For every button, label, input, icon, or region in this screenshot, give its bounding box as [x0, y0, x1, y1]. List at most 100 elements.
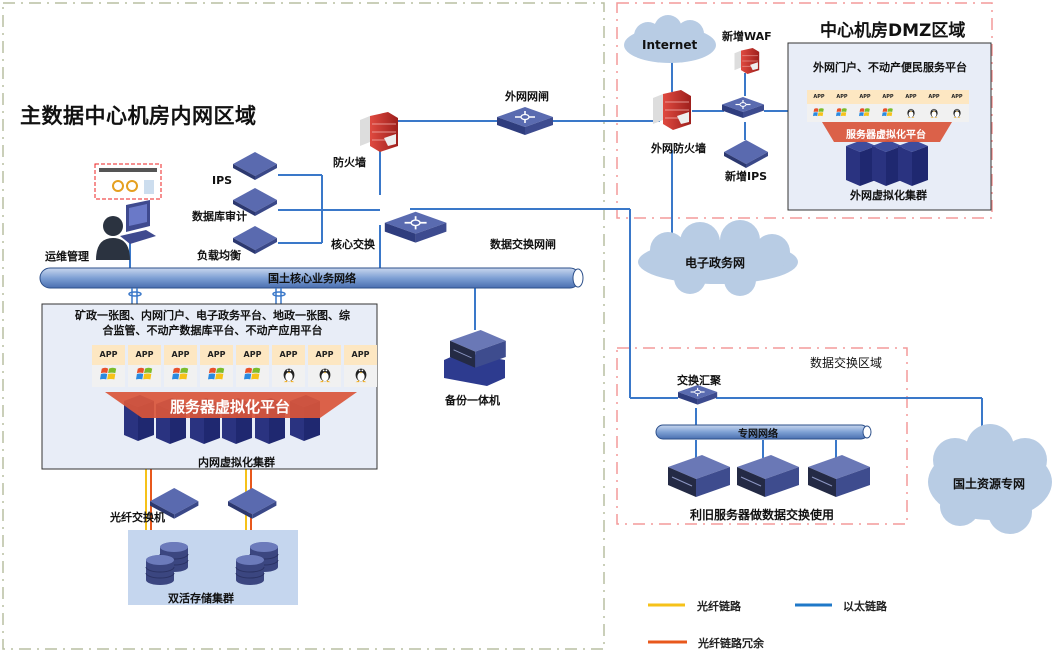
dmz-cluster-label: 外网虚拟化集群	[850, 189, 927, 202]
firewall-label: 防火墙	[333, 156, 366, 169]
linux-penguin-icon	[953, 108, 961, 118]
ips-label: IPS	[212, 174, 233, 187]
dmz-zone-title: 中心机房DMZ区域	[820, 21, 966, 41]
app-tile: APP	[899, 90, 923, 124]
os-icon-slot	[200, 365, 233, 387]
app-label: APP	[876, 90, 900, 104]
windows-icon	[859, 108, 870, 117]
ops-console	[94, 163, 162, 260]
os-icon-slot	[830, 104, 854, 122]
ext-gateway-device	[496, 106, 554, 136]
app-tile: APP	[853, 90, 877, 124]
windows-icon	[207, 367, 224, 380]
linux-penguin-icon	[319, 368, 330, 383]
os-icon-slot	[92, 365, 125, 387]
egov-cloud	[638, 220, 798, 296]
os-icon-slot	[807, 104, 831, 122]
os-icon-slot	[922, 104, 946, 122]
app-label: APP	[899, 90, 923, 104]
app-label: APP	[164, 345, 197, 365]
os-icon-slot	[876, 104, 900, 122]
app-label: APP	[922, 90, 946, 104]
new-ips-label: 新增IPS	[725, 170, 768, 183]
windows-icon	[813, 108, 824, 117]
ext-firewall-label: 外网防火墙	[651, 142, 706, 155]
private-network-bus	[655, 424, 872, 440]
exchange-server-3	[807, 454, 871, 498]
windows-icon	[135, 367, 152, 380]
windows-icon	[99, 367, 116, 380]
legend-ethernet-label: 以太链路	[843, 600, 887, 613]
os-icon-slot	[164, 365, 197, 387]
os-icon-slot	[899, 104, 923, 122]
intranet-zone-title: 主数据中心机房内网区域	[20, 104, 257, 128]
exchange-agg-label: 交换汇聚	[677, 374, 721, 387]
dmz-zone-border	[616, 2, 993, 219]
app-tile: APP	[807, 90, 831, 124]
app-label: APP	[308, 345, 341, 365]
linux-penguin-icon	[355, 368, 366, 383]
egov-label: 电子政务网	[685, 256, 746, 270]
app-tile: APP	[830, 90, 854, 124]
app-tile: APP	[344, 345, 377, 387]
intranet-platform-label: 服务器虚拟化平台	[169, 398, 290, 416]
windows-icon	[243, 367, 260, 380]
app-label: APP	[200, 345, 233, 365]
core-switch-label: 核心交换	[331, 238, 375, 251]
linux-penguin-icon	[907, 108, 915, 118]
windows-icon	[171, 367, 188, 380]
intranet-apps-text-line1: 矿政一张图、内网门户、电子政务平台、地政一张图、综	[75, 309, 350, 322]
app-tile: APP	[164, 345, 197, 387]
os-icon-slot	[308, 365, 341, 387]
windows-icon	[882, 108, 893, 117]
exchange-server-2	[736, 454, 800, 498]
backup-appliance	[444, 329, 507, 386]
exchange-server-1	[667, 454, 731, 498]
waf-device	[734, 47, 760, 75]
dmz-switch-device	[721, 96, 765, 119]
os-icon-slot	[272, 365, 305, 387]
dmz-virtualization-band	[822, 122, 952, 142]
dmz-tower-group	[846, 140, 928, 186]
legend-fiber-redundant-label: 光纤链路冗余	[698, 637, 764, 650]
app-label: APP	[92, 345, 125, 365]
dmz-apps-text: 外网门户、不动产便民服务平台	[813, 61, 967, 74]
app-tile: APP	[272, 345, 305, 387]
internet-label: Internet	[642, 38, 698, 52]
core-switch-device	[383, 210, 448, 244]
ext-gateway-label: 外网网闸	[505, 90, 549, 103]
ops-label: 运维管理	[45, 250, 89, 263]
exchange-zone-border	[616, 347, 908, 525]
windows-icon	[836, 108, 847, 117]
intranet-apps-text-line2: 合监管、不动产数据库平台、不动产应用平台	[102, 324, 323, 337]
app-label: APP	[853, 90, 877, 104]
app-label: APP	[236, 345, 269, 365]
land-private-label: 国土资源专网	[953, 477, 1026, 491]
intranet-apps-text: 矿政一张图、内网门户、电子政务平台、地政一张图、综 合监管、不动产数据库平台、不…	[50, 308, 375, 338]
db-audit-label: 数据库审计	[192, 210, 247, 223]
os-icon-slot	[236, 365, 269, 387]
os-icon-slot	[945, 104, 969, 122]
app-tile: APP	[945, 90, 969, 124]
app-label: APP	[272, 345, 305, 365]
app-tile: APP	[200, 345, 233, 387]
ethernet-links	[129, 62, 983, 458]
os-icon-slot	[128, 365, 161, 387]
ext-firewall-device	[652, 89, 692, 131]
backup-label: 备份一体机	[445, 394, 500, 407]
private-bus-label: 专网网络	[738, 429, 778, 440]
linux-penguin-icon	[283, 368, 294, 383]
land-private-cloud	[928, 424, 1052, 534]
core-bus-label: 国土核心业务网络	[268, 272, 356, 285]
old-servers-label: 利旧服务器做数据交换使用	[690, 508, 835, 522]
intranet-virtualization-band	[105, 392, 357, 418]
core-business-network-bus	[39, 267, 584, 289]
fiber-switch-label: 光纤交换机	[110, 511, 165, 524]
waf-label: 新增WAF	[722, 30, 772, 43]
app-tile: APP	[92, 345, 125, 387]
app-tile: APP	[922, 90, 946, 124]
storage-label: 双活存储集群	[168, 592, 234, 605]
linux-penguin-icon	[930, 108, 938, 118]
app-tile: APP	[236, 345, 269, 387]
app-tile: APP	[128, 345, 161, 387]
